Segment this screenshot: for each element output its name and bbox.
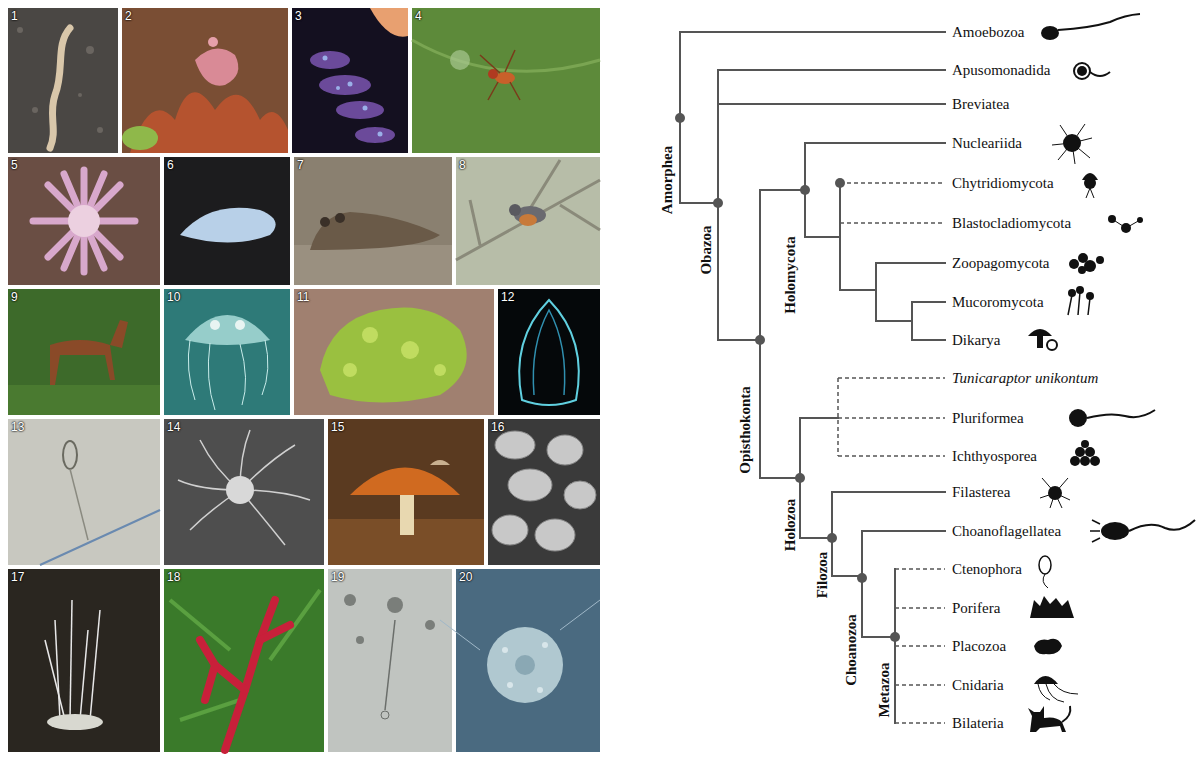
callout-number: 20: [459, 571, 472, 584]
taxon-name: Nucleariida: [952, 135, 1022, 151]
callout-number: 14: [167, 420, 180, 434]
callout-number: 12: [501, 291, 514, 304]
taxon-name: Ichthyosporea: [952, 448, 1037, 464]
callout-number: 5: [11, 159, 18, 172]
callout-number: 14: [167, 421, 180, 434]
tree-uncertain-branches: [838, 183, 945, 723]
taxon-label: Blastocladiomycota: [952, 214, 1071, 232]
callout-number: 6: [167, 158, 174, 172]
taxon-name: Filasterea: [952, 484, 1010, 500]
taxon-label: Chytridiomycota: [952, 174, 1054, 192]
callout-number: 19: [331, 570, 344, 584]
callout-number: 4: [415, 9, 422, 23]
clade-name: Metazoa: [876, 663, 892, 718]
clade-name: Holozoa: [782, 499, 799, 552]
taxon-label: Ichthyosporea: [952, 447, 1037, 465]
taxon-name: Zoopagomycota: [952, 255, 1049, 271]
taxon-label: Nucleariida: [952, 134, 1022, 152]
taxon-label: Apusomonadida: [952, 61, 1050, 79]
clade-name: Obazoa: [698, 225, 715, 274]
callout-number: 11: [297, 290, 309, 304]
taxon-label: Porifera: [952, 599, 1000, 617]
callout-number: 16: [491, 421, 504, 434]
callout-number: 3: [295, 9, 302, 23]
taxon-label: Choanoflagellatea: [952, 522, 1061, 540]
callout-number: 18: [167, 571, 180, 584]
taxon-name: Pluriformea: [952, 410, 1024, 426]
clade-name: Filozoa: [814, 552, 831, 599]
taxon-label: Tunicaraptor unikontum: [952, 369, 1098, 387]
clade-name: Opisthokonta: [737, 386, 753, 474]
callout-number: 8: [459, 158, 466, 172]
callout-number: 19: [331, 571, 344, 584]
callout-number: 7: [297, 159, 304, 172]
clade-dots: [675, 113, 900, 642]
callout-number: 20: [459, 570, 472, 584]
taxon-name: Placozoa: [952, 638, 1006, 654]
taxon-label: Mucoromycota: [952, 293, 1044, 311]
taxon-label: Placozoa: [952, 637, 1006, 655]
callout-number: 5: [11, 158, 18, 172]
taxon-name: Cnidaria: [952, 677, 1004, 693]
callout-number: 15: [331, 421, 344, 434]
clade-name: Holozoa: [782, 499, 798, 552]
taxon-name: Chytridiomycota: [952, 175, 1054, 191]
taxon-name: Apusomonadida: [952, 62, 1050, 78]
taxon-label: Bilateria: [952, 714, 1004, 732]
callout-number: 15: [331, 420, 344, 434]
callout-number: 11: [297, 291, 309, 304]
clade-name: Choanozoa: [843, 614, 859, 686]
tree-branches: [680, 32, 945, 723]
callout-number: 9: [11, 291, 18, 304]
taxon-name: Breviatea: [952, 96, 1009, 112]
callout-number: 18: [167, 570, 180, 584]
callout-number: 2: [125, 9, 132, 23]
callout-number: 7: [297, 158, 304, 172]
clade-name: Amorphea: [659, 146, 675, 214]
clade-name: Holomycota: [782, 236, 799, 313]
callout-number: 10: [167, 291, 180, 304]
photo-grid: [8, 8, 600, 752]
taxon-label: Amoebozoa: [952, 23, 1024, 41]
callout-number: 1: [11, 10, 18, 23]
taxon-name: Choanoflagellatea: [952, 523, 1061, 539]
clade-name: Obazoa: [698, 225, 714, 274]
taxon-name: Tunicaraptor unikontum: [952, 370, 1098, 386]
taxon-name: Blastocladiomycota: [952, 215, 1071, 231]
callout-number: 1: [11, 9, 18, 23]
callout-number: 10: [167, 290, 180, 304]
callout-number: 13: [11, 421, 24, 434]
clade-name: Amorphea: [659, 146, 676, 214]
clade-name: Choanozoa: [843, 614, 860, 686]
callout-number: 17: [11, 571, 24, 584]
callout-number: 6: [167, 159, 174, 172]
taxon-name: Dikarya: [952, 332, 1000, 348]
taxon-name: Ctenophora: [952, 561, 1022, 577]
callout-number: 3: [295, 10, 302, 23]
callout-number: 17: [11, 570, 24, 584]
taxon-name: Mucoromycota: [952, 294, 1044, 310]
taxon-label: Pluriformea: [952, 409, 1024, 427]
taxon-name: Amoebozoa: [952, 24, 1024, 40]
taxon-label: Breviatea: [952, 95, 1009, 113]
callout-number: 9: [11, 290, 18, 304]
callout-number: 13: [11, 420, 24, 434]
callout-number: 8: [459, 159, 466, 172]
clade-name: Filozoa: [814, 552, 830, 599]
taxon-label: Zoopagomycota: [952, 254, 1049, 272]
taxon-label: Cnidaria: [952, 676, 1004, 694]
callout-number: 2: [125, 10, 132, 23]
clade-name: Opisthokonta: [737, 386, 754, 474]
taxon-name: Bilateria: [952, 715, 1004, 731]
taxon-label: Filasterea: [952, 483, 1010, 501]
callout-number: 16: [491, 420, 504, 434]
taxon-name: Porifera: [952, 600, 1000, 616]
clade-name: Metazoa: [876, 663, 893, 718]
taxon-label: Ctenophora: [952, 560, 1022, 578]
callout-number: 4: [415, 10, 422, 23]
taxon-label: Dikarya: [952, 331, 1000, 349]
callout-number: 12: [501, 290, 514, 304]
clade-name: Holomycota: [782, 236, 798, 313]
